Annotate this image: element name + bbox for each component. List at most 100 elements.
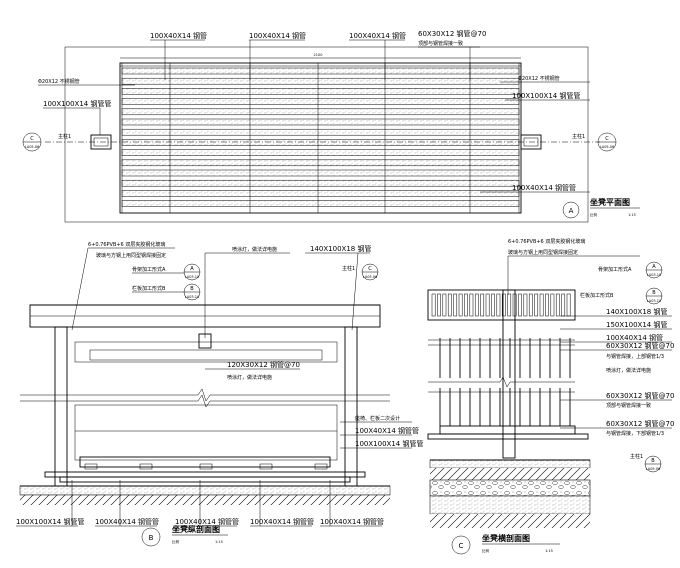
slat [121,139,520,146]
plan-right-label-1: Φ20X12 不锈钢管 [518,75,560,82]
grille-bar [566,293,571,317]
svg-text:比例: 比例 [172,539,179,544]
sec-c-right-label: 与钢管焊接，上部钢管1/3 [606,353,664,360]
elev-b-bottom-label: 100X40X14 钢管管 [175,517,239,526]
svg-text:C: C [30,136,34,142]
plan-title: 坐凳平面图 [590,197,630,207]
grille-bar [534,293,539,317]
elev-b-side-3: 100X100X14 钢管管 [355,439,423,448]
svg-text:LA03.10: LA03.10 [185,295,199,299]
sec-c-right-label: 60X30X12 钢管@70 [606,391,674,400]
svg-text:A: A [569,207,574,215]
sec-c-right-label: 顶部与钢管焊接一致 [606,402,651,409]
seat-support [84,463,98,470]
section-c: 6+0.76PVB+6 双层夹胶钢化玻璃 玻璃与方钢上用同型钢焊接固定 骨架加工… [427,238,674,555]
svg-text:A: A [190,266,194,272]
grille-bar [469,293,474,317]
plan-right-label-3: 100X40X14 钢管管 [512,183,576,192]
plan-label-4: 60X30X12 钢管@70 [418,29,486,38]
slat [121,149,520,156]
slat [121,159,520,167]
grille-bar [550,293,555,317]
sec-c-soil [430,468,590,480]
svg-text:B: B [651,458,655,464]
elev-b-title: 坐凳纵剖面图 [172,524,220,534]
svg-text:C: C [459,542,464,550]
grille-bar [453,293,458,317]
elev-b-mid-label-2: 喷涂灯，做法详电施 [227,374,272,381]
grille-bar [545,293,549,317]
slat [121,118,520,126]
sec-c-post [502,289,516,459]
svg-text:LA05.06: LA05.06 [363,275,377,279]
sec-c-title-circle [451,535,471,555]
grille-bar [507,293,512,317]
grille-bar [447,293,452,317]
elev-b-mid-label-1: 120X30X12 钢管@70 [227,360,300,369]
sec-c-gravel [429,479,591,497]
plan-label-5: 顶部与钢管焊接一致 [418,40,463,47]
svg-text:1:15: 1:15 [628,213,636,217]
svg-text:LA05.06: LA05.06 [646,467,660,471]
plan-left-mark-text: 主柱1 [58,133,71,140]
sec-c-mark-b-label: 栏板加工形式B [580,292,614,299]
elev-b-bottom-label: 100X40X14 钢管管 [250,517,314,526]
plan-left-label-1: Φ20X12 不锈钢管 [38,78,80,85]
elev-b-right-label: 140X100X18 钢管 [310,244,371,253]
slat [121,190,520,197]
svg-text:A: A [652,264,656,270]
sec-c-top-frame [427,289,576,321]
grille-bar [442,293,447,317]
svg-text:LA03.10: LA03.10 [647,273,661,277]
seat-support [259,463,273,470]
grille-bar [555,293,560,317]
slat [121,128,520,136]
bench-slats [121,63,520,213]
elev-b-post-left [54,326,68,496]
grille-bar [539,293,544,317]
grille-bar [480,293,485,317]
grille-bar [496,293,501,317]
slat [121,67,520,75]
svg-text:LA03.10: LA03.10 [185,275,199,279]
sec-c-right-label: 60X30X12 钢管@70 [606,341,674,350]
elev-b-center-top: 喷涂灯，做法详电施 [232,246,277,253]
elev-b-glass-label: 6+0.76PVB+6 双层夹胶钢化玻璃 [88,241,165,248]
sec-c-paving [429,459,591,469]
slat [121,88,520,95]
svg-text:B: B [149,534,154,542]
slat [121,169,520,177]
sec-c-title: 坐凳横剖面图 [482,533,530,543]
elev-b-paving [19,485,391,496]
svg-text:1:15: 1:15 [215,540,223,544]
sec-c-right-label: 60X30X12 钢管@70 [606,419,674,428]
plan-view: 2100 100X40X14 钢管 100X40X14 钢管 100X40X14… [22,29,640,223]
elev-b-soil [20,495,390,505]
elev-b-seat [79,456,331,468]
slat [121,108,520,116]
sec-c-right-mark-text: 主柱1 [630,453,643,460]
slat [121,98,520,105]
elev-b-title-circle [141,527,161,547]
elev-b-right-mark-text: 主柱1 [342,265,355,272]
svg-text:C: C [368,266,372,272]
sec-c-mark-a-label: 骨架加工形式A [598,266,632,273]
grille-bar [464,293,468,317]
elev-b-side-1: 座椅、栏板二次设计 [355,415,400,422]
sec-c-right-label: 100X40X14 钢管 [606,333,663,342]
elev-b-lamp [198,333,212,349]
grille-bar [474,293,479,317]
svg-text:LA05.06: LA05.06 [25,145,39,149]
grille-bar [528,293,533,317]
grille-bar [491,293,495,317]
plan-label-3: 100X40X14 钢管 [349,31,406,40]
elev-b-mark-a-label: 骨架加工形式A [132,266,166,273]
elev-b-mark-b-label: 栏板加工形式B [132,285,166,292]
elev-b-bottom-label: 100X40X14 钢管管 [320,517,384,526]
sec-c-top-2: 玻璃与方钢上用同型钢焊接固定 [508,249,578,256]
svg-text:C: C [605,136,609,142]
sec-c-top-1: 6+0.76PVB+6 双层夹胶钢化玻璃 [508,238,585,245]
grille-bar [431,293,436,317]
elevation-b: 6+0.76PVB+6 双层夹胶钢化玻璃 玻璃与方钢上用同型钢焊接固定 骨架加工… [16,241,423,547]
elev-b-side-2: 100X40X14 钢管管 [355,426,419,435]
